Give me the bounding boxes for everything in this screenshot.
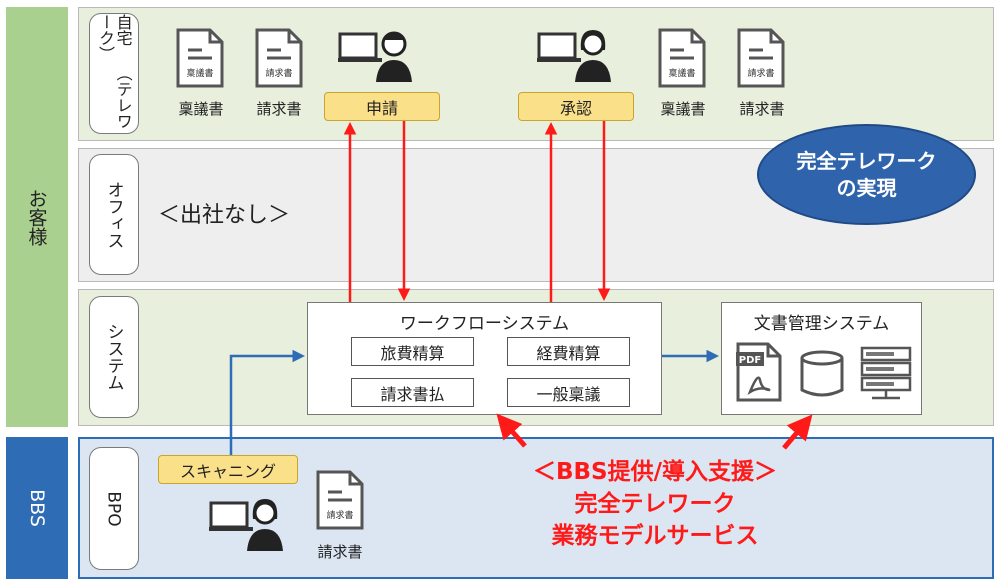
row-label-system: システム <box>89 296 139 418</box>
person-laptop-icon <box>338 31 412 82</box>
person-laptop-icon <box>209 499 283 551</box>
scanning-label: スキャニング <box>158 455 298 484</box>
document-icon: 稟議書 <box>176 28 224 88</box>
pdf-label: PDF <box>739 355 761 366</box>
doc-label-left-2: 請求書 <box>256 100 302 118</box>
database-icon <box>800 350 844 397</box>
arrow-scan-to-workflow <box>229 349 305 455</box>
workflow-item-travel: 旅費精算 <box>351 337 474 366</box>
document-icon: 請求書 <box>316 470 364 530</box>
person-laptop-icon <box>537 30 611 82</box>
service-line1: ＜BBS提供/導入支援＞ <box>532 459 778 485</box>
workflow-item-invoice: 請求書払 <box>351 378 474 407</box>
customer-group-bar: お客様 <box>6 7 68 427</box>
pdf-file-icon: PDF <box>736 342 782 402</box>
callout-line1: 完全テレワーク <box>796 148 937 173</box>
callout-line2: の実現 <box>836 175 897 200</box>
telework-callout: 完全テレワーク の実現 <box>757 124 976 225</box>
approve-button: 承認 <box>518 92 634 121</box>
document-icon-text: 請求書 <box>747 67 774 79</box>
arrow-service-to-workflow <box>496 413 527 448</box>
doc-label-right-1: 稟議書 <box>660 100 706 118</box>
document-icon: 請求書 <box>737 28 785 88</box>
row-label-home: 自宅 （テレワーク） <box>89 13 139 134</box>
row-label-bpo: BPO <box>89 447 139 570</box>
bbs-group-bar: BBS <box>6 437 68 579</box>
document-icon-text: 請求書 <box>265 67 292 79</box>
doc-label-left-1: 稟議書 <box>178 100 224 118</box>
docmgmt-system-title: 文書管理システム <box>753 314 890 334</box>
service-line3: 業務モデルサービス <box>551 523 759 550</box>
workflow-item-approval: 一般稟議 <box>507 378 630 407</box>
document-icon-text: 稟議書 <box>668 67 695 79</box>
doc-label-right-2: 請求書 <box>739 100 785 118</box>
service-line2: 完全テレワーク <box>574 491 736 518</box>
arrow-service-to-docmgmt <box>782 414 813 450</box>
row-label-office: オフィス <box>89 154 139 275</box>
service-title: ＜BBS提供/導入支援＞ 完全テレワーク 業務モデルサービス <box>470 456 840 553</box>
document-icon: 請求書 <box>255 28 303 88</box>
document-icon: 稟議書 <box>658 28 706 88</box>
customer-group-label: お客様 <box>25 188 48 246</box>
document-icon-text: 稟議書 <box>186 67 213 79</box>
office-note: ＜出社なし＞ <box>158 203 291 228</box>
workflow-item-expense: 経費精算 <box>507 337 630 366</box>
bpo-doc-label: 請求書 <box>317 543 363 561</box>
apply-button: 申請 <box>324 92 440 121</box>
document-icon-text: 請求書 <box>326 509 353 521</box>
workflow-system-title: ワークフローシステム <box>399 314 570 334</box>
server-icon <box>860 346 912 400</box>
